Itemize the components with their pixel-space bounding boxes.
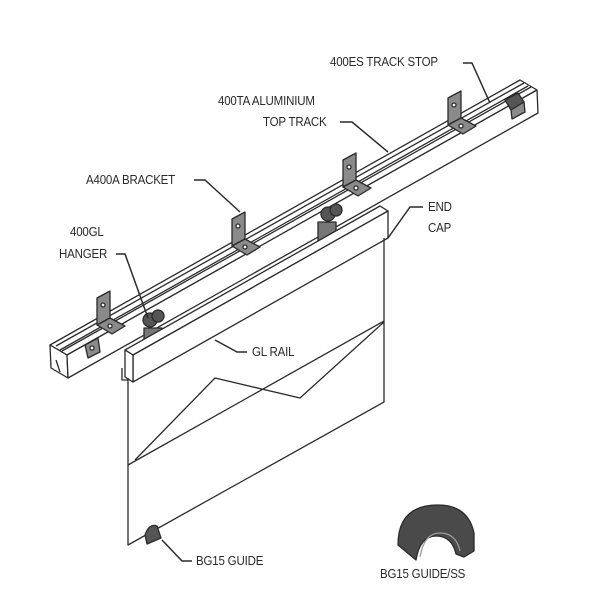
bracket-3 <box>342 152 372 197</box>
bg15-guide-part <box>144 524 162 545</box>
bracket-2 <box>231 211 261 256</box>
label-hanger-line2: HANGER <box>59 247 108 261</box>
top-track <box>49 79 539 379</box>
label-top-track-line2: TOP TRACK <box>263 115 327 129</box>
label-hanger-line1: 400GL <box>70 225 104 239</box>
gl-rail <box>124 205 389 383</box>
bg15-guide-ss-part <box>397 504 475 561</box>
bracket-1 <box>96 290 126 335</box>
label-bracket: A400A BRACKET <box>86 173 176 187</box>
track-stop <box>504 92 526 120</box>
label-end-cap-line1: END <box>428 200 452 214</box>
label-gl-rail: GL RAIL <box>252 345 295 359</box>
label-track-stop: 400ES TRACK STOP <box>330 55 438 69</box>
glass-panel <box>121 238 385 546</box>
bracket-4 <box>447 90 477 135</box>
track-end-fitting <box>84 337 101 359</box>
label-bg15-guide-ss: BG15 GUIDE/SS <box>380 567 466 581</box>
brackets <box>96 90 477 335</box>
label-top-track-line1: 400TA ALUMINIUM <box>218 94 315 108</box>
label-bg15-guide: BG15 GUIDE <box>196 554 264 568</box>
label-end-cap-line2: CAP <box>428 221 452 235</box>
leader-lines <box>116 62 491 562</box>
